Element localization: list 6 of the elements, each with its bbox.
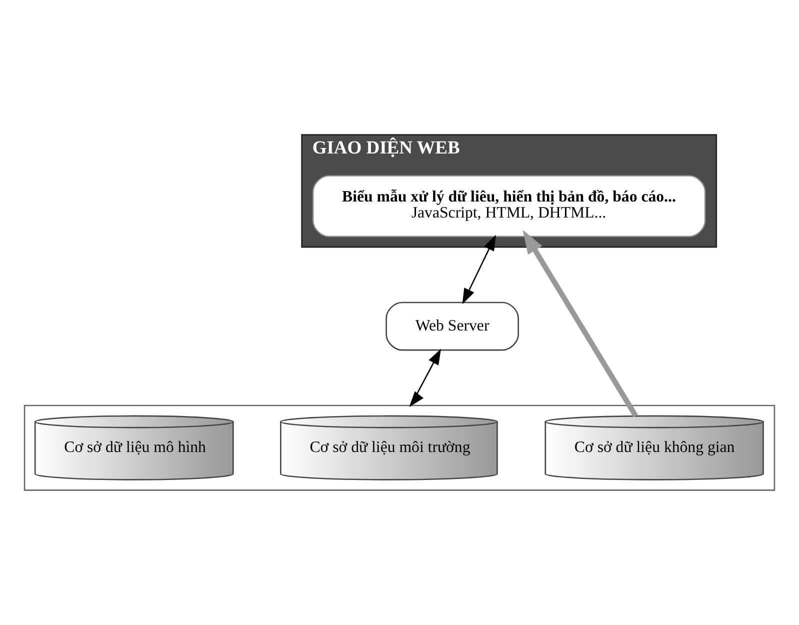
node-box: Web Server <box>386 302 519 351</box>
arrow <box>409 348 442 408</box>
arrow <box>462 234 496 304</box>
cluster <box>24 404 776 491</box>
arrow <box>522 230 638 418</box>
node-box: Biểu mẫu xử lý dữ liêu, hiển thị bản đồ, báo cáo... JavaScript, HTML, DHTML... <box>312 175 706 238</box>
